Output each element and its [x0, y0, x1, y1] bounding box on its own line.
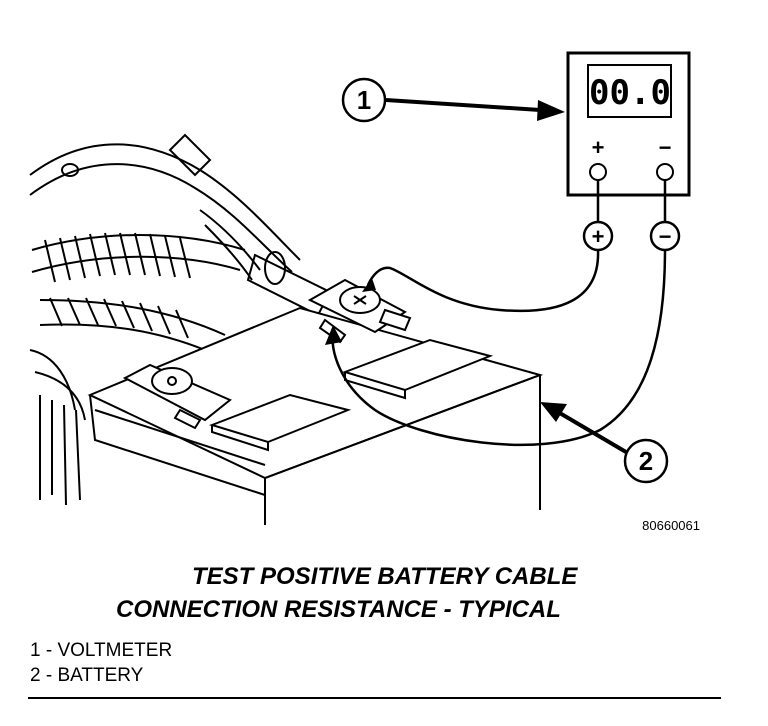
probe-plus-symbol: + [592, 224, 605, 249]
negative-terminal-clamp [122, 363, 232, 430]
legend-item-voltmeter: 1 - VOLTMETER [30, 640, 173, 661]
divider [28, 697, 721, 699]
svg-text:2: 2 [639, 446, 653, 476]
probe-minus-symbol: − [659, 224, 672, 249]
callout-1: 1 [341, 77, 565, 123]
wiring-harness [29, 133, 332, 506]
meter-minus-symbol: − [659, 135, 672, 160]
caption-line-1: TEST POSITIVE BATTERY CABLE [192, 563, 578, 590]
negative-probe-tip [325, 325, 342, 345]
voltmeter: 00.0 + − [566, 51, 691, 197]
figure-id: 80660061 [642, 518, 700, 533]
positive-terminal-clamp [307, 278, 412, 344]
test-leads [331, 180, 667, 447]
svg-text:1: 1 [357, 85, 371, 115]
caption-line-2: CONNECTION RESISTANCE - TYPICAL [116, 596, 561, 623]
probe-minus: − [649, 220, 681, 252]
callout-2: 2 [540, 402, 669, 484]
battery [87, 306, 544, 525]
meter-plus-symbol: + [592, 135, 605, 160]
positive-probe-tip [362, 278, 376, 292]
probe-plus: + [582, 220, 614, 252]
meter-display: 00.0 [589, 73, 671, 113]
meter-plus-jack [589, 163, 607, 181]
meter-minus-jack [656, 163, 674, 181]
legend-item-battery: 2 - BATTERY [30, 665, 144, 686]
